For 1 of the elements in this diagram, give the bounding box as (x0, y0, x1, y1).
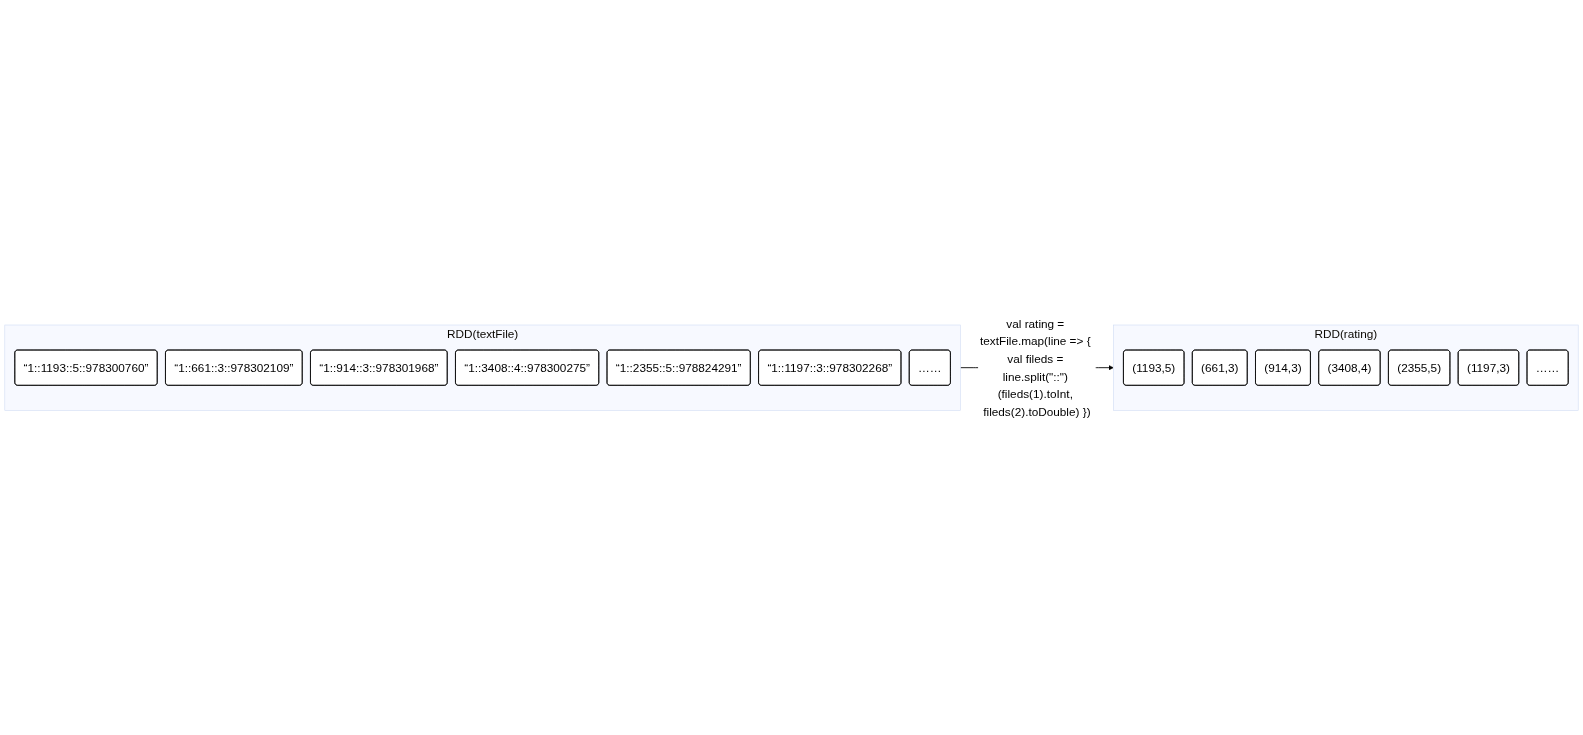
edge-label: val rating = textFile.map(line => { val fileds = line.split("::") (fileds(1).toInt, fileds(2).toDouble) }) (980, 316, 1091, 419)
